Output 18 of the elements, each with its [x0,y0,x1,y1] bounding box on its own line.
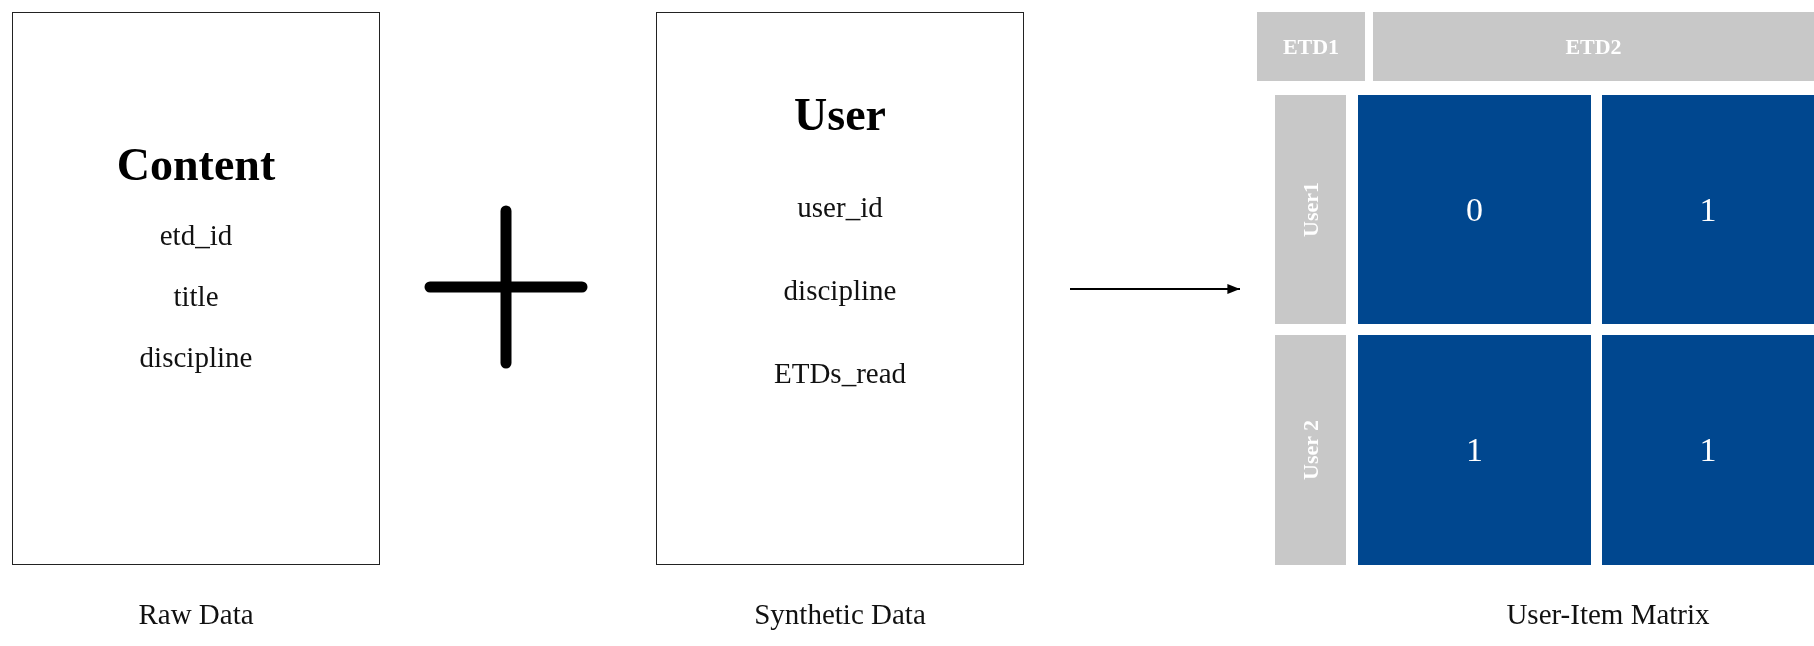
matrix-value: 1 [1602,335,1814,565]
node-label: User-Item Matrix [1506,598,1710,631]
matrix-value: 1 [1358,335,1591,565]
field-name: discipline [783,274,897,307]
arrow [1069,283,1241,295]
field-name: discipline [139,341,253,374]
field-name: etd_id [159,219,233,252]
matrix-value: 0 [1358,95,1591,324]
card-heading: User [794,88,886,141]
node-label: Synthetic Data [754,598,926,631]
field-name: title [173,280,219,313]
field-name: ETDs_read [773,357,907,390]
entity-card [12,12,380,565]
node-label: Raw Data [138,598,254,631]
card-heading: Content [116,138,276,191]
field-name: user_id [797,191,883,224]
entity-card [656,12,1024,565]
matrix-value: 1 [1602,95,1814,324]
